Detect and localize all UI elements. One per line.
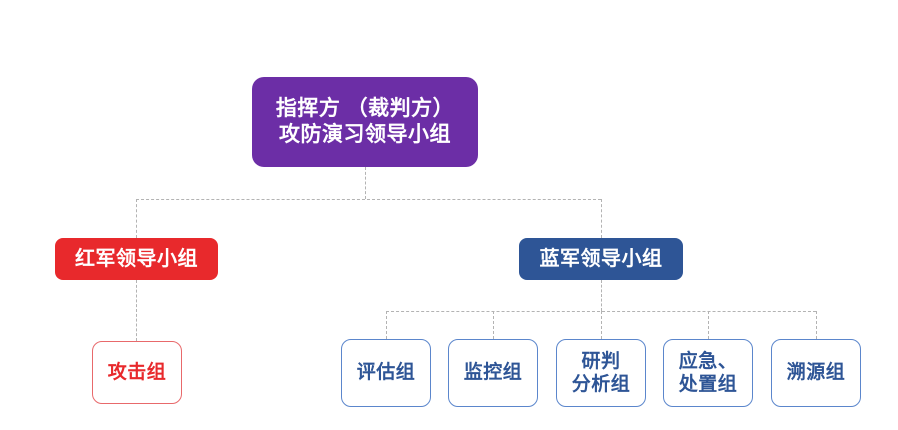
node-attack-team[interactable]: 攻击组 [92, 341, 182, 404]
connector-drop-child-3 [601, 311, 602, 339]
connector-root-stem [365, 167, 366, 199]
node-blue-army-leadership-group[interactable]: 蓝军领导小组 [519, 238, 683, 280]
connector-blue-stem [601, 280, 602, 311]
connector-drop-child-1 [386, 311, 387, 339]
node-research-analysis-team[interactable]: 研判 分析组 [556, 339, 646, 407]
node-monitoring-team[interactable]: 监控组 [448, 339, 538, 407]
connector-drop-blue-group [601, 199, 602, 238]
connector-drop-child-2 [493, 311, 494, 339]
connector-red-to-attack [136, 280, 137, 341]
node-emergency-response-team[interactable]: 应急、 处置组 [663, 339, 753, 407]
connector-drop-child-5 [816, 311, 817, 339]
connector-drop-red-group [136, 199, 137, 238]
node-command-judging-leadership-group[interactable]: 指挥方 （裁判方） 攻防演习领导小组 [252, 77, 478, 167]
connector-level2-bus [136, 199, 601, 200]
connector-drop-child-4 [708, 311, 709, 339]
node-red-army-leadership-group[interactable]: 红军领导小组 [55, 238, 218, 280]
node-traceability-team[interactable]: 溯源组 [771, 339, 861, 407]
connector-blue-bus [386, 311, 816, 312]
node-assessment-team[interactable]: 评估组 [341, 339, 431, 407]
